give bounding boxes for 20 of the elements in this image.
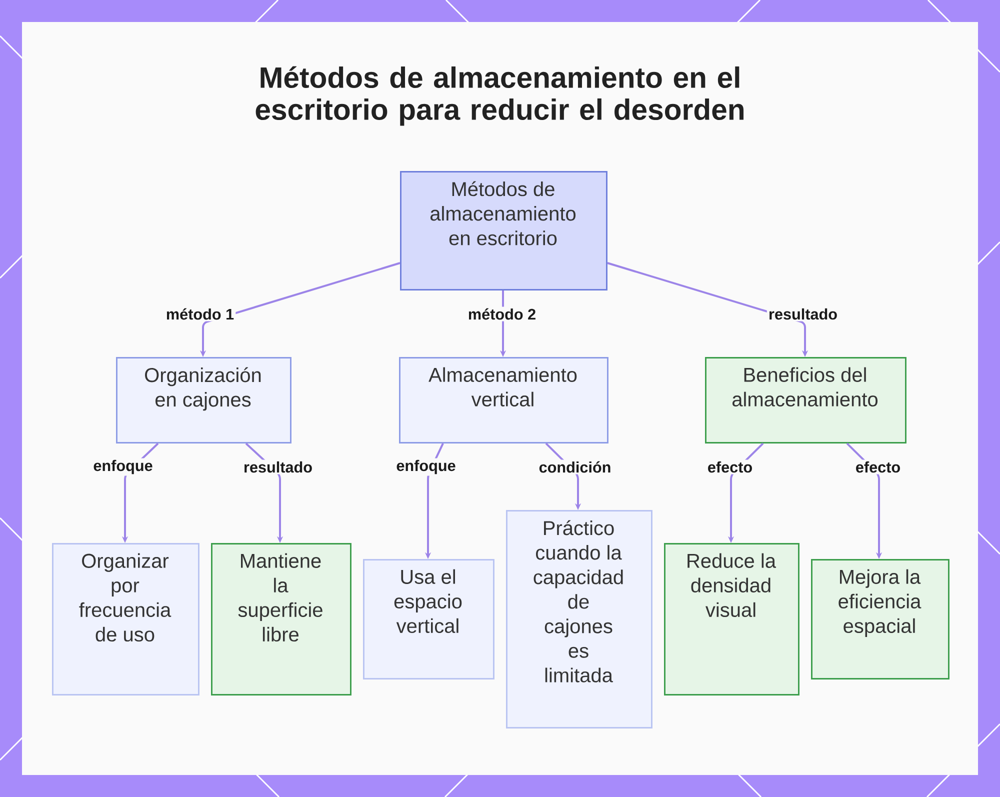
edge-label: efecto <box>706 460 754 474</box>
concept-box: Usa el espacio vertical <box>363 559 494 680</box>
edge-label: método 2 <box>466 306 538 322</box>
concept-box: Mejora la eficiencia espacial <box>811 559 950 680</box>
title: Métodos de almacenamiento en el escritorio para reducir el desorden <box>256 66 744 126</box>
edge-label: resultado <box>242 460 314 474</box>
concept-box: Métodos de almacenamiento en escritorio <box>400 171 608 290</box>
edge-label: enfoque <box>394 458 458 476</box>
concept-box: Organizar por frecuencia de uso <box>52 543 200 696</box>
edge-label: enfoque <box>92 458 154 476</box>
concept-box: Beneficios del almacenamiento <box>705 357 906 444</box>
edge-label: efecto <box>854 460 902 474</box>
concept-box: Almacenamiento vertical <box>399 357 608 444</box>
concept-box: Reduce la densidad visual <box>664 543 800 696</box>
edge-label: método 1 <box>164 306 236 322</box>
concept-box: Organización en cajones <box>116 357 292 444</box>
edge-label: resultado <box>766 306 840 322</box>
edge-label: condición <box>537 460 613 474</box>
concept-box: Práctico cuando la capacidad de cajones es limitada <box>506 510 652 728</box>
concept-box: Mantiene la superficie libre <box>211 543 352 696</box>
